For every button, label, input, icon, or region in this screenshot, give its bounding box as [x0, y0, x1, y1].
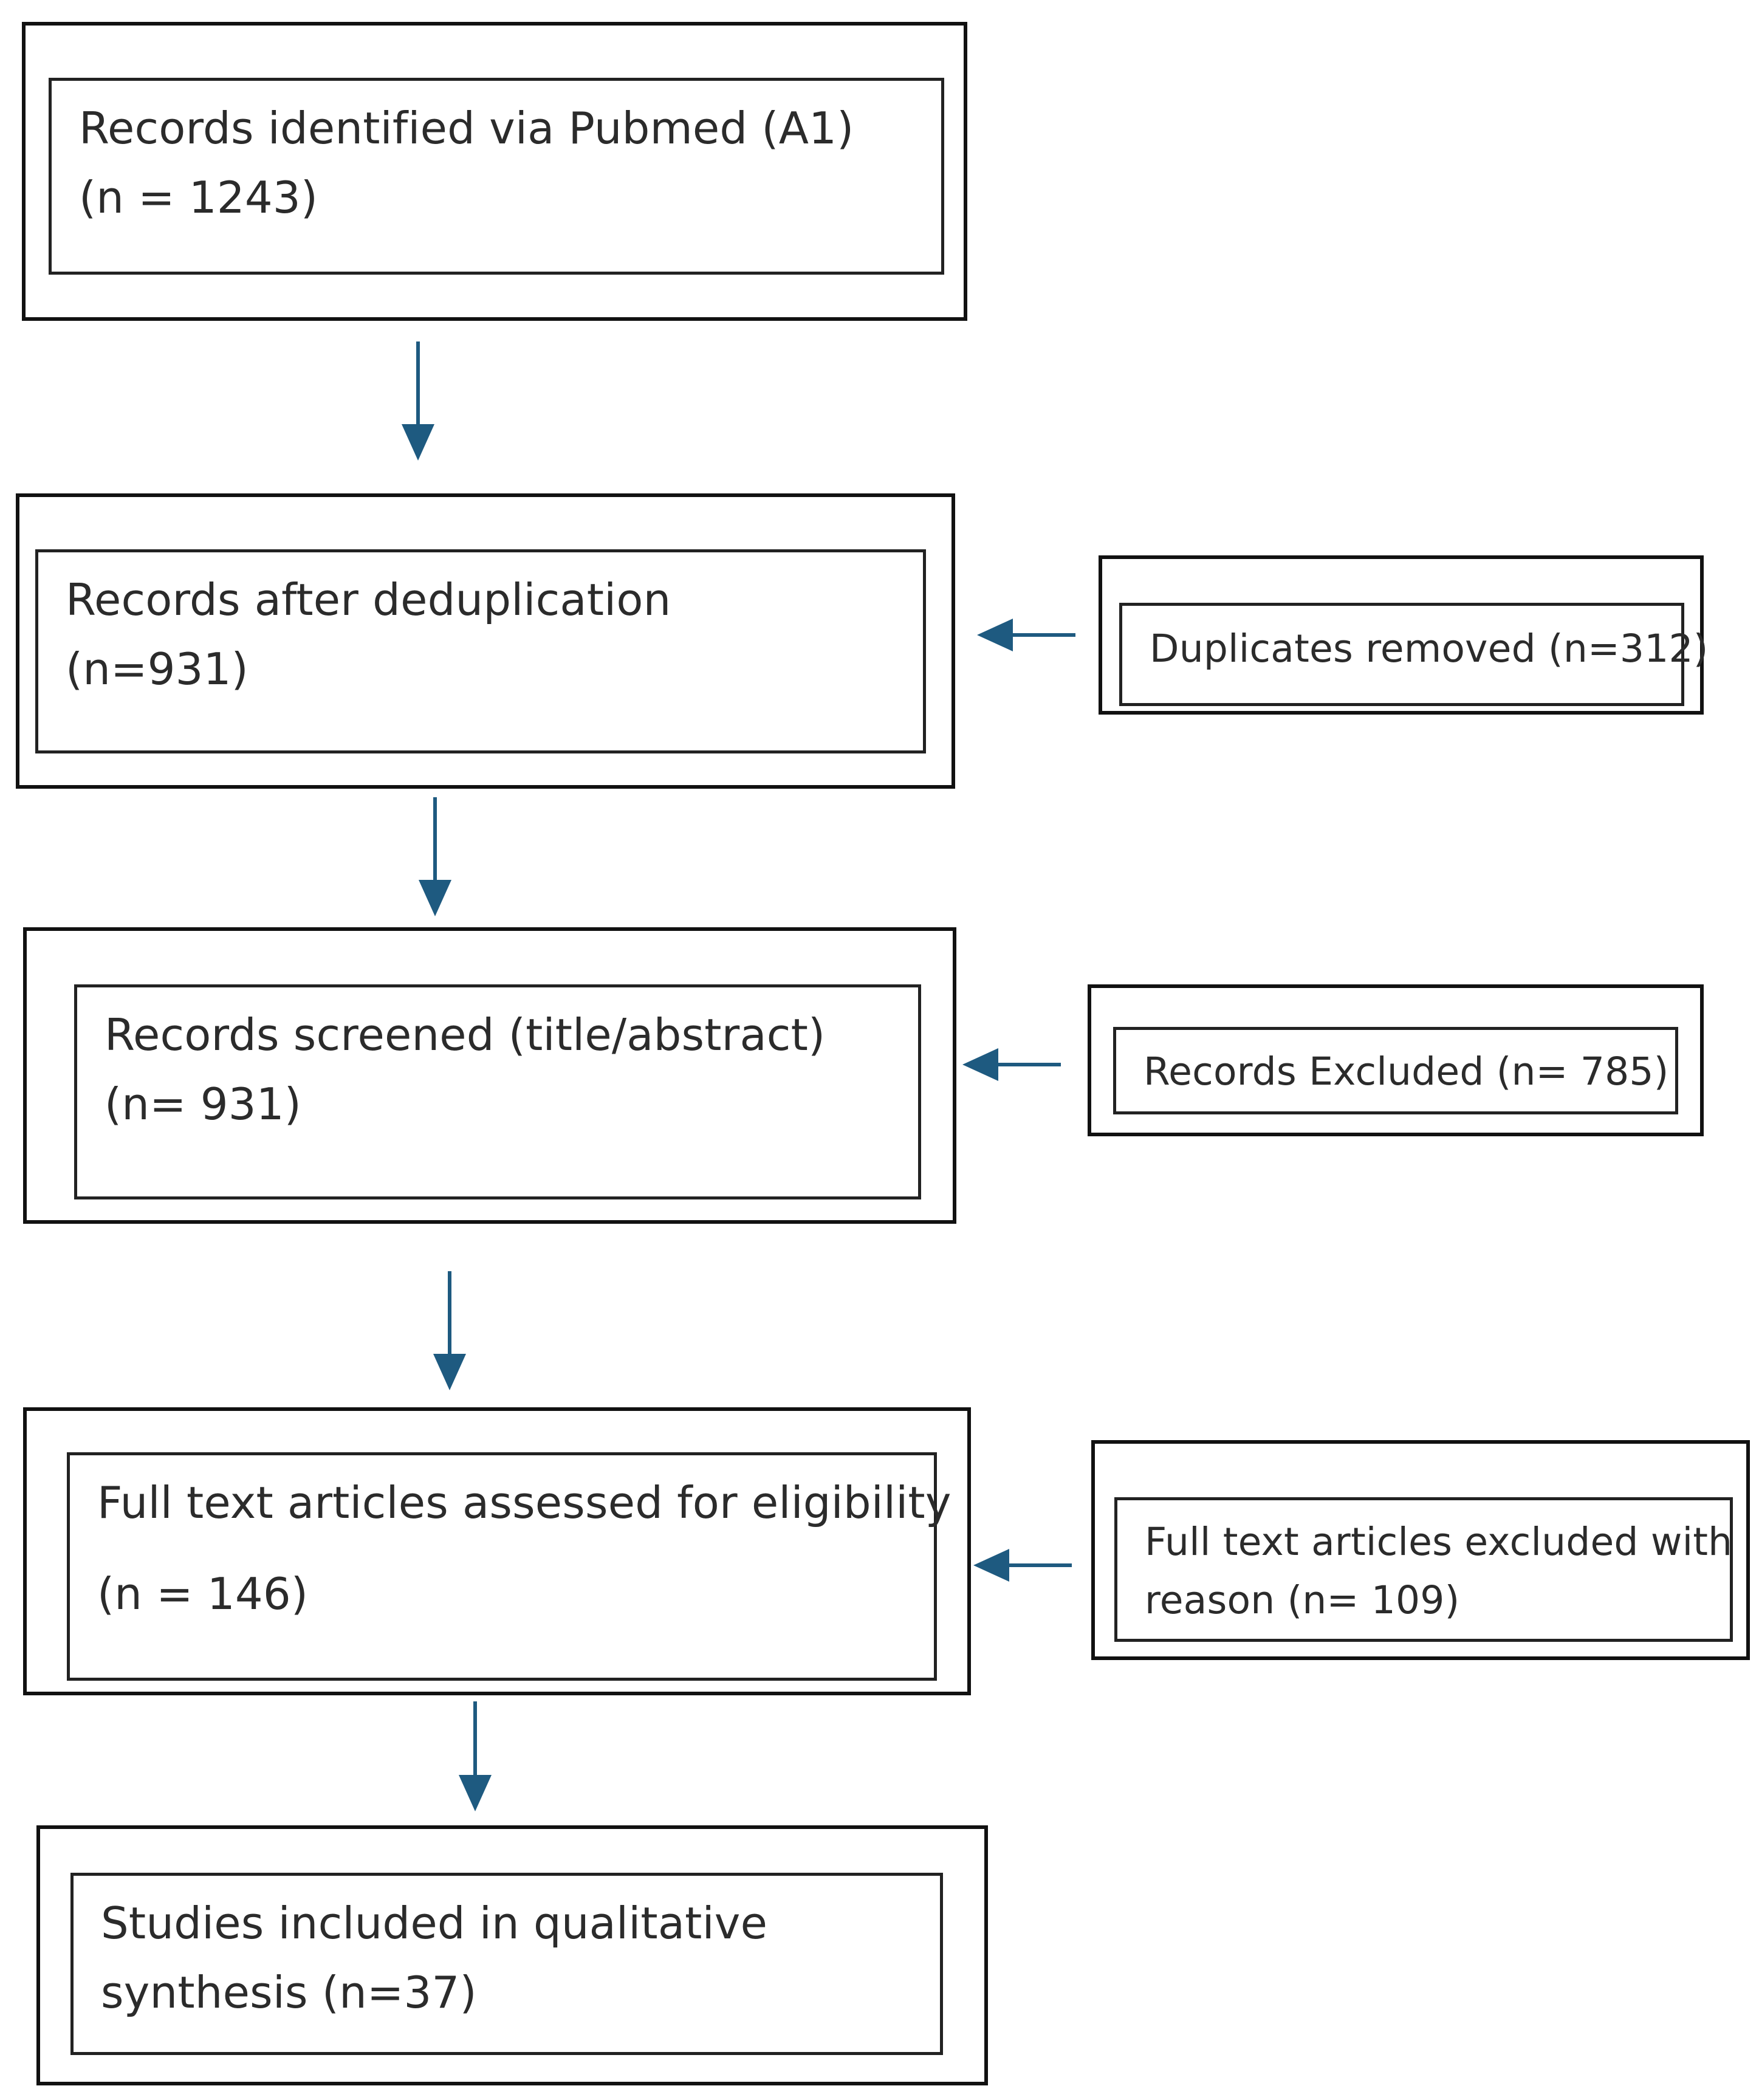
screened-line1: Records screened (title/abstract)	[105, 1009, 826, 1060]
deduplicated-text: Records after deduplication (n=931)	[66, 565, 671, 704]
arrow-deduplicated-to-screened	[419, 797, 451, 916]
included-box	[70, 1873, 943, 2055]
identified-box	[49, 78, 944, 275]
fulltext-excluded-box	[1114, 1497, 1733, 1642]
arrow-identified-to-deduplicated	[402, 341, 434, 461]
fulltext-assessed-box	[67, 1452, 937, 1681]
fulltext-excluded-line2: reason (n= 109)	[1145, 1578, 1460, 1622]
fulltext-excluded-text: Full text articles excluded with reason …	[1145, 1513, 1732, 1630]
deduplicated-box	[35, 549, 926, 753]
included-line2: synthesis (n=37)	[101, 1967, 477, 2018]
excluded-line1: Records Excluded (n= 785)	[1144, 1049, 1669, 1094]
arrow-fulltext-excluded	[973, 1549, 1072, 1582]
screened-box	[74, 984, 921, 1199]
fulltext-assessed-line1: Full text articles assessed for eligibil…	[97, 1477, 952, 1528]
arrow-records-excluded	[962, 1048, 1061, 1081]
screened-text: Records screened (title/abstract) (n= 93…	[105, 1000, 825, 1139]
identified-line2: (n = 1243)	[79, 172, 318, 223]
fulltext-assessed-line2: (n = 146)	[97, 1568, 309, 1619]
identified-text: Records identified via Pubmed (A1) (n = …	[79, 94, 854, 232]
deduplicated-line2: (n=931)	[66, 643, 249, 695]
arrow-screened-to-fulltext	[433, 1271, 466, 1390]
deduplicated-line1: Records after deduplication	[66, 574, 671, 625]
arrow-duplicates-removed	[977, 619, 1075, 651]
excluded-box	[1113, 1027, 1678, 1114]
arrow-fulltext-to-included	[459, 1701, 492, 1811]
duplicates-removed-text: Duplicates removed (n=312)	[1150, 620, 1709, 678]
screened-line2: (n= 931)	[105, 1079, 302, 1130]
fulltext-assessed-text: Full text articles assessed for eligibil…	[97, 1468, 952, 1628]
excluded-text: Records Excluded (n= 785)	[1144, 1043, 1668, 1101]
included-line1: Studies included in qualitative	[101, 1898, 768, 1949]
identified-line1: Records identified via Pubmed (A1)	[79, 103, 854, 154]
duplicates-removed-line1: Duplicates removed (n=312)	[1150, 626, 1709, 671]
duplicates-removed-box	[1119, 603, 1684, 706]
included-text: Studies included in qualitative synthesi…	[101, 1889, 767, 2027]
fulltext-excluded-line1: Full text articles excluded with	[1145, 1520, 1733, 1564]
